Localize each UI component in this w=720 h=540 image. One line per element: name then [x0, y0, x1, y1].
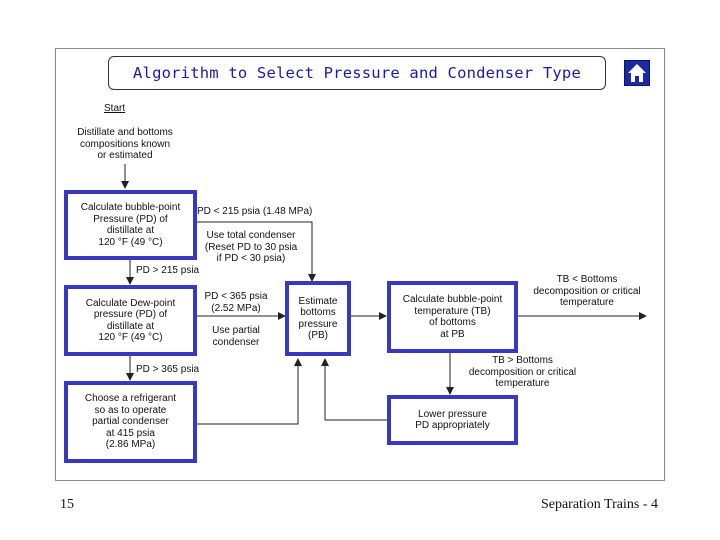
page-number: 15 [60, 497, 74, 512]
use-partial-condenser-label: Use partial condenser [212, 325, 260, 348]
bubble-point-bottoms-text: Calculate bubble-point temperature (TB) … [402, 294, 503, 340]
section-footer: Separation Trains - 4 [540, 497, 658, 512]
pd-gt-365-label: PD > 365 psia [136, 364, 200, 375]
refrigerant-text: Choose a refrigerant so as to operate pa… [84, 393, 177, 451]
tb-lt-decomposition-label: TB < Bottoms decomposition or critical t… [533, 274, 641, 308]
slide-frame [55, 48, 665, 481]
dew-point-distillate-box: Calculate Dew-point pressure (PD) of dis… [64, 285, 197, 356]
tb-gt-decomposition-label: TB > Bottoms decomposition or critical t… [468, 355, 577, 389]
estimate-bottoms-box: Estimate bottoms pressure (PB) [285, 281, 351, 356]
pd-lt-365-label: PD < 365 psia (2.52 MPa) [204, 291, 268, 314]
refrigerant-box: Choose a refrigerant so as to operate pa… [64, 381, 197, 463]
estimate-bottoms-text: Estimate bottoms pressure (PB) [298, 295, 338, 342]
use-total-condenser-label: Use total condenser (Reset PD to 30 psia… [204, 230, 298, 264]
home-icon[interactable] [624, 60, 650, 86]
dew-point-distillate-text: Calculate Dew-point pressure (PD) of dis… [85, 297, 176, 344]
start-label: Start [104, 103, 126, 114]
compositions-known-label: Distillate and bottoms compositions know… [77, 127, 173, 161]
bubble-point-distillate-box: Calculate bubble-point Pressure (PD) of … [64, 190, 197, 260]
bubble-point-distillate-text: Calculate bubble-point Pressure (PD) of … [80, 202, 181, 248]
lower-pressure-box: Lower pressure PD appropriately [387, 395, 518, 445]
pd-lt-215-label: PD < 215 psia (1.48 MPa) [197, 206, 313, 217]
page-title: Algorithm to Select Pressure and Condens… [133, 64, 581, 82]
title-box: Algorithm to Select Pressure and Condens… [108, 56, 606, 90]
lower-pressure-text: Lower pressure PD appropriately [415, 408, 490, 432]
pd-gt-215-label: PD > 215 psia [136, 265, 200, 276]
bubble-point-bottoms-box: Calculate bubble-point temperature (TB) … [387, 281, 518, 353]
